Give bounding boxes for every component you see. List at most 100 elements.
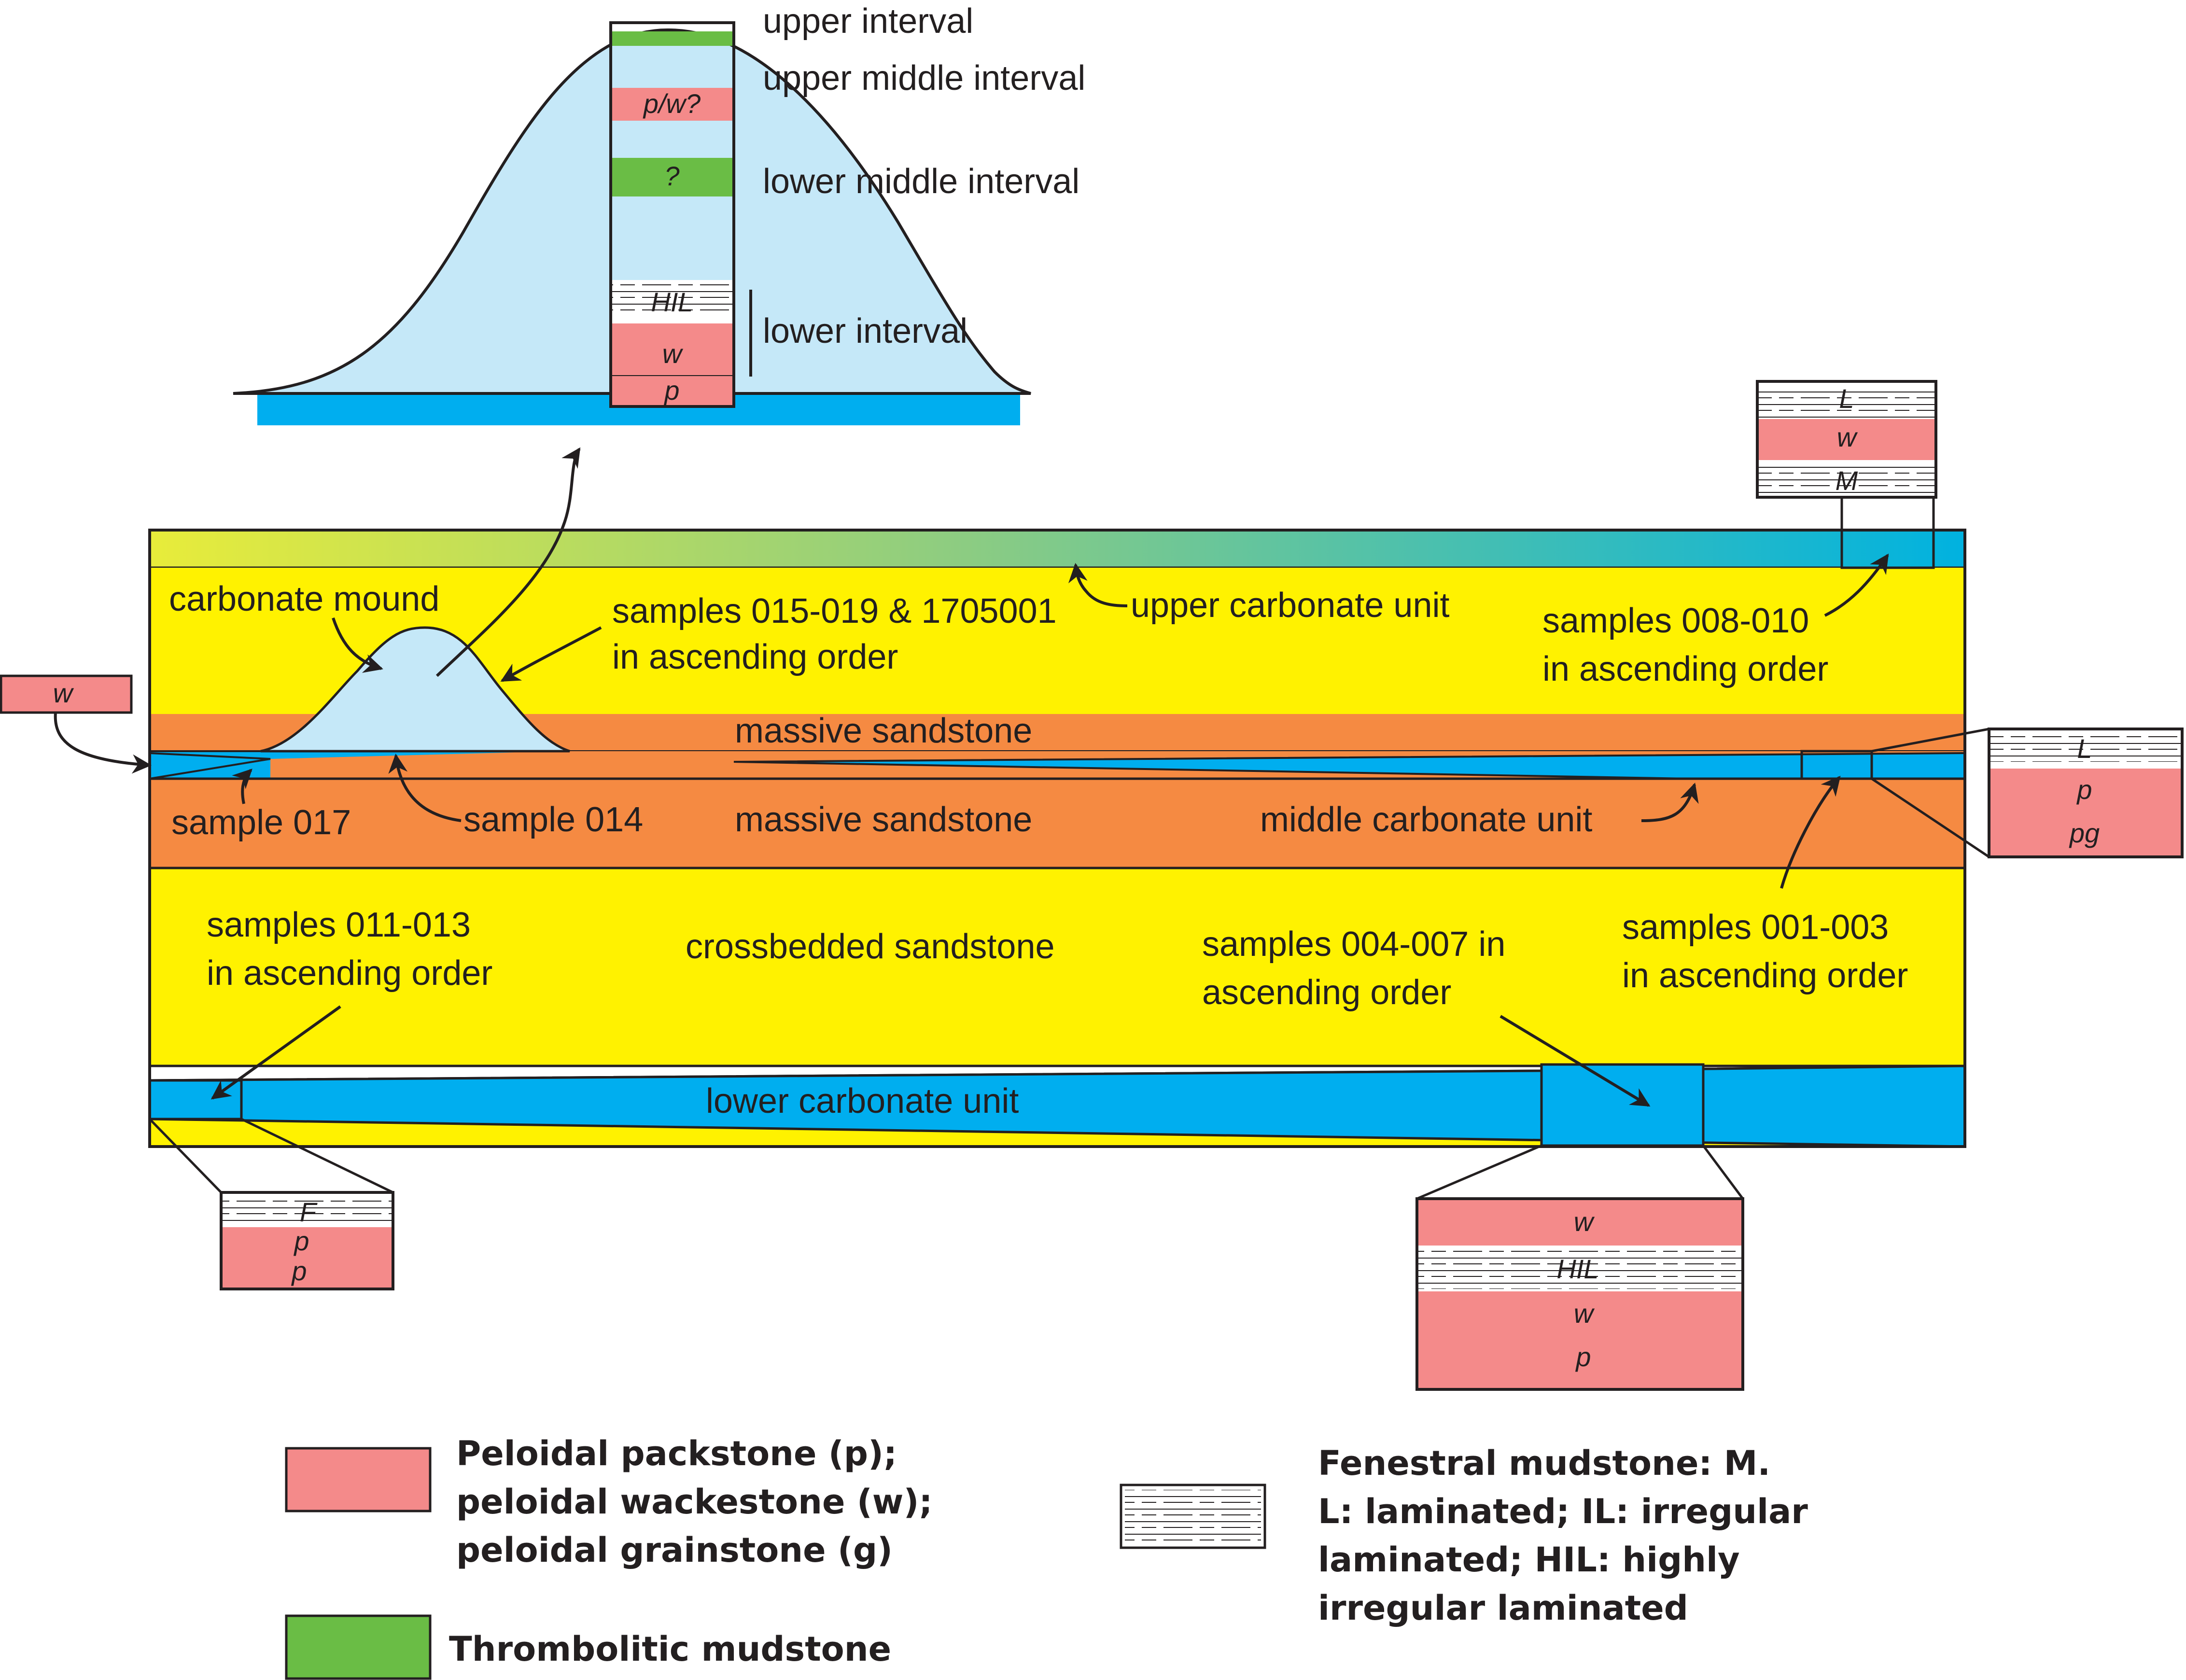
upper-carbonate-band: [148, 529, 1966, 569]
legend-swatch-pink: [285, 1447, 432, 1512]
mini-column-004-007-code-1: w: [1574, 1206, 1595, 1237]
arrow-sample-014: [388, 754, 462, 822]
mini-column-004-007-code-4: p: [1575, 1342, 1591, 1372]
mound-detail: p/w? ? HIL w p upper interval upper midd…: [233, 2, 1085, 425]
mini-column-left-w-box: [0, 674, 133, 714]
crossbedded-sandstone-layer: [148, 867, 1966, 1067]
mini-column-001-003-pink: [1989, 769, 2182, 857]
mini-column-left-w-code: w: [53, 678, 74, 708]
mini-column-001-003-code-1: L: [2077, 733, 2092, 764]
mini-column-011-013-code-2: p: [293, 1226, 309, 1256]
legend-pink-line1: Peloidal packstone (p);: [456, 1434, 897, 1473]
label-samples-001-003-l2: in ascending order: [1622, 956, 1908, 995]
legend-swatch-green: [285, 1614, 432, 1680]
arrow-samples-008-010: [1824, 553, 1889, 617]
label-samples-011-013-l2: in ascending order: [207, 954, 492, 993]
mini-column-001-003: L p pg: [1871, 728, 2184, 858]
legend: Peloidal packstone (p); peloidal wackest…: [285, 1434, 1808, 1680]
arrow-left-w: [54, 712, 152, 774]
arrow-upper-carbonate-unit: [1068, 563, 1128, 607]
label-samples-004-007-l1: samples 004-007 in: [1202, 925, 1505, 964]
arrow-samples-011-013: [210, 1005, 341, 1100]
mini-column-001-003-code-3: pg: [2069, 818, 2100, 848]
arrow-middle-carbonate-unit: [1641, 783, 1699, 822]
label-samples-004-007-l2: ascending order: [1202, 973, 1451, 1012]
mini-column-004-007-code-2: HIL: [1556, 1254, 1598, 1284]
mound-column-hil-lam: [611, 282, 734, 311]
mini-column-001-003-leader-b: [1871, 777, 1990, 858]
label-lower-carbonate-unit: lower carbonate unit: [706, 1082, 1019, 1120]
mini-column-008-010-code-1: L: [1839, 383, 1854, 414]
carbonate-mound-shape: [260, 626, 570, 753]
label-upper-carbonate-unit: upper carbonate unit: [1131, 586, 1449, 625]
mound-code-w: w: [662, 338, 684, 369]
mound-code-p: p: [663, 375, 679, 406]
mini-column-001-003-leader-t: [1871, 728, 1990, 753]
label-samples-008-010-l1: samples 008-010: [1542, 602, 1809, 640]
label-massive-sandstone-lower: massive sandstone: [735, 800, 1032, 839]
label-samples-015-019-l1: samples 015-019 & 1705001: [612, 592, 1057, 630]
arrow-sample-017: [232, 769, 252, 804]
mound-column-w-p: [611, 323, 734, 406]
mini-column-011-013-lam: [221, 1196, 393, 1225]
label-upper-middle-interval: upper middle interval: [763, 59, 1085, 98]
mini-column-004-007-leader-l: [1416, 1144, 1542, 1200]
label-upper-interval: upper interval: [763, 2, 973, 41]
arrow-to-mound-detail: [435, 447, 581, 677]
label-samples-015-019-l2: in ascending order: [612, 638, 898, 676]
mini-column-008-010-lam-bot: [1757, 462, 1936, 494]
arrow-carbonate-mound: [332, 617, 383, 673]
legend-fen-line2: L: laminated; IL: irregular: [1318, 1492, 1808, 1531]
label-middle-carbonate-unit: middle carbonate unit: [1260, 800, 1592, 839]
arrow-samples-015-019: [500, 626, 602, 682]
mini-column-004-007-frame: [1415, 1197, 1744, 1391]
mini-column-011-013-pink: [221, 1227, 393, 1289]
legend-swatch-laminated-pattern: [1125, 1490, 1261, 1544]
arrow-samples-004-007: [1499, 1015, 1651, 1107]
label-sample-014: sample 014: [463, 800, 643, 839]
label-crossbedded-sandstone: crossbedded sandstone: [686, 927, 1055, 966]
label-samples-011-013-l1: samples 011-013: [207, 906, 471, 944]
arrow-samples-001-003: [1780, 775, 1841, 889]
legend-fen-line4: irregular laminated: [1318, 1588, 1688, 1628]
mini-column-004-007: w HIL w p: [1415, 1144, 1744, 1391]
mini-column-left-w: w: [0, 674, 133, 714]
mini-column-011-013-code-1: F: [300, 1197, 318, 1227]
mini-column-011-013-frame: [220, 1191, 394, 1290]
mini-column-011-013-leader-r: [240, 1118, 394, 1194]
mini-column-011-013-leader-l: [149, 1118, 222, 1193]
legend-green-label: Thrombolitic mudstone: [449, 1629, 891, 1669]
mini-column-008-010-code-3: M: [1836, 465, 1858, 496]
mound-code-hil: HIL: [651, 287, 693, 317]
section-frame: [148, 529, 1966, 1148]
legend-fen-line1: Fenestral mudstone: M.: [1318, 1443, 1770, 1483]
label-samples-001-003-l1: samples 001-003: [1622, 908, 1889, 947]
mini-column-011-013-code-3: p: [291, 1256, 307, 1286]
mini-column-008-010-frame: [1756, 380, 1937, 499]
legend-fen-line3: laminated; HIL: highly: [1318, 1540, 1740, 1580]
label-sample-017: sample 017: [171, 803, 351, 842]
mini-column-004-007-pink: [1417, 1199, 1743, 1389]
label-massive-sandstone-upper: massive sandstone: [735, 712, 1032, 750]
mound-column-green-mid: [611, 158, 734, 196]
mini-column-008-010: L w M: [1756, 380, 1937, 530]
mini-column-004-007-code-3: w: [1574, 1298, 1595, 1329]
mound-code-pw: p/w?: [643, 88, 701, 119]
cross-section: [148, 529, 1966, 1148]
mound-column-pw: [611, 88, 734, 121]
label-lower-interval: lower interval: [763, 312, 967, 350]
legend-pink-line3: peloidal grainstone (g): [456, 1530, 893, 1570]
label-lower-middle-interval: lower middle interval: [763, 162, 1079, 201]
sample-box-011-013: [148, 1079, 243, 1120]
section-labels: carbonate mound samples 015-019 & 170500…: [169, 580, 1908, 1120]
mini-column-008-010-w: [1757, 419, 1936, 460]
mini-column-001-003-code-2: p: [2076, 774, 2092, 805]
legend-pink-line2: peloidal wackestone (w);: [456, 1482, 932, 1522]
mini-column-001-003-lam: [1989, 734, 2182, 762]
mini-column-004-007-leader-r: [1702, 1145, 1744, 1200]
mound-column-frame: [609, 21, 735, 408]
mini-column-001-003-frame: [1988, 728, 2184, 858]
mini-column-011-013: F p p: [149, 1118, 394, 1290]
mini-column-008-010-code-2: w: [1837, 422, 1858, 452]
